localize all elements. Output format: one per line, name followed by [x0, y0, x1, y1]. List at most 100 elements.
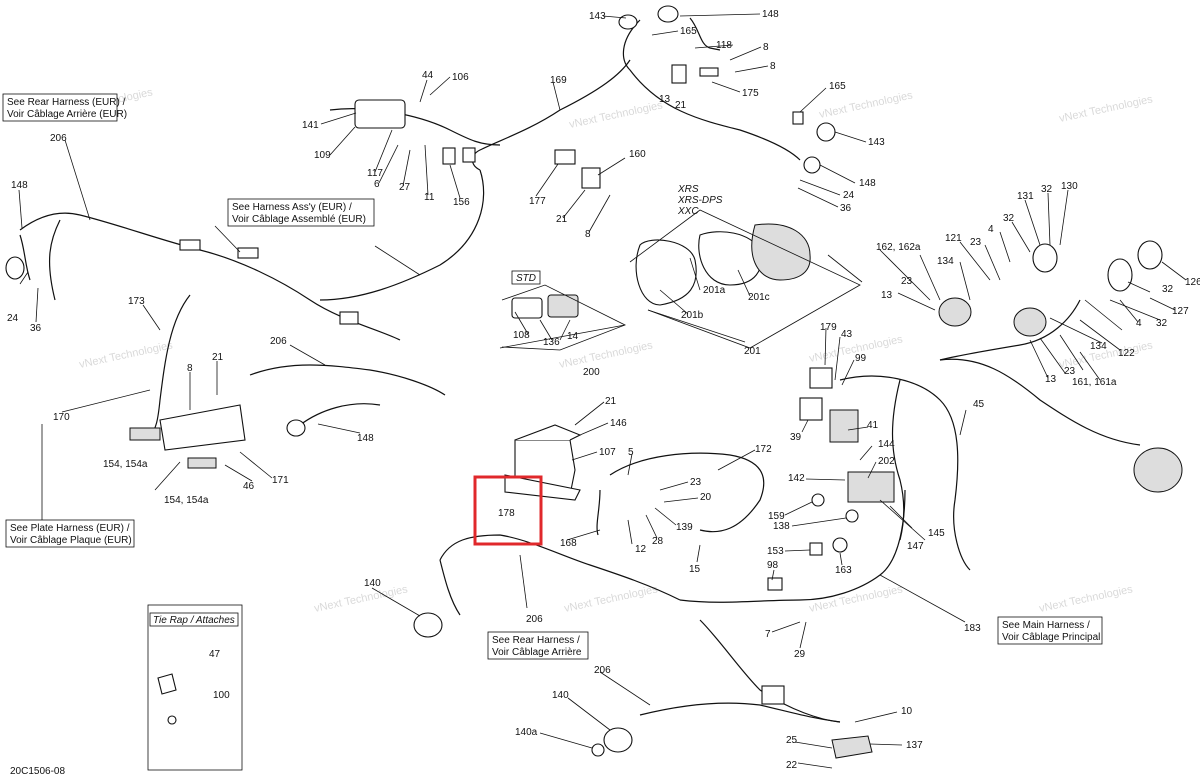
callout: 136 — [543, 337, 560, 348]
gauge-bezel — [635, 239, 697, 306]
callout: 15 — [689, 564, 701, 575]
watermark: vNext Technologies — [818, 89, 914, 121]
tie-rap-part — [167, 715, 177, 725]
callout: 22 — [786, 760, 798, 771]
callout: 23 — [901, 276, 913, 287]
callout: 137 — [906, 740, 923, 751]
callout: 10 — [901, 706, 913, 717]
callout: 201b — [681, 310, 704, 321]
callout: 200 — [583, 367, 600, 378]
callout: 126 — [1185, 277, 1200, 288]
callout: 156 — [453, 197, 470, 208]
ref-line: See Harness Ass'y (EUR) / — [232, 202, 352, 213]
callout: 36 — [30, 323, 42, 334]
variant-line: XRS-DPS — [677, 195, 723, 206]
callout: 39 — [790, 432, 802, 443]
callout: 7 — [765, 629, 771, 640]
callout: 206 — [270, 336, 287, 347]
fuse-box — [829, 409, 859, 443]
connector — [809, 542, 823, 556]
callout: 140a — [515, 727, 538, 738]
tie-rap-title: Tie Rap / Attaches — [153, 615, 235, 626]
callout: 8 — [585, 229, 591, 240]
callout: 99 — [855, 353, 867, 364]
lamp — [803, 156, 821, 174]
callout: 21 — [675, 100, 687, 111]
ref-plate-harness-eur: See Plate Harness (EUR) / Voir Câblage P… — [5, 519, 135, 548]
callout: 28 — [652, 536, 664, 547]
callout: 13 — [881, 290, 893, 301]
callout: 160 — [629, 149, 646, 160]
callout: 118 — [716, 40, 732, 51]
callout: 143 — [868, 137, 885, 148]
connector — [179, 239, 201, 251]
ref-line: See Rear Harness (EUR) / — [7, 97, 126, 108]
watermark: vNext Technologies — [558, 339, 654, 371]
variant-xrs: XRS XRS-DPS XXC — [629, 184, 861, 349]
connector — [767, 577, 783, 591]
connector — [237, 247, 259, 259]
ref-main-harness: See Main Harness / Voir Câblage Principa… — [997, 616, 1103, 645]
connector-round — [811, 493, 825, 507]
callout: 29 — [794, 649, 806, 660]
tie-rap-part — [157, 673, 177, 695]
ecu — [831, 735, 873, 759]
callout: 98 — [767, 560, 779, 571]
gauge-std — [547, 294, 579, 318]
ref-line: Voir Câblage Principal — [1002, 632, 1100, 643]
callout: 148 — [357, 433, 374, 444]
callout: 173 — [128, 296, 145, 307]
callout: 142 — [788, 473, 805, 484]
callout: 24 — [7, 313, 19, 324]
callout: 41 — [867, 420, 879, 431]
watermark: vNext Technologies — [1058, 93, 1154, 125]
switch — [462, 147, 476, 163]
bracket — [699, 67, 719, 77]
ref-rear-harness-eur: See Rear Harness (EUR) / Voir Câblage Ar… — [2, 93, 127, 122]
lamp — [603, 727, 633, 753]
callout: 161, 161a — [1072, 377, 1117, 388]
callout: 134 — [937, 256, 954, 267]
lamp — [286, 419, 306, 437]
watermark: vNext Technologies — [568, 99, 664, 131]
variant-line: XXC — [677, 206, 699, 217]
tail-light — [618, 14, 638, 30]
callout: 32 — [1162, 284, 1174, 295]
callout: 32 — [1003, 213, 1015, 224]
ref-line: See Main Harness / — [1002, 620, 1090, 631]
callout: 109 — [314, 150, 331, 161]
callout: 139 — [676, 522, 693, 533]
plate-light — [187, 457, 217, 469]
callout: 44 — [422, 70, 434, 81]
callout: 24 — [843, 190, 855, 201]
lamp — [413, 612, 443, 638]
callout: 36 — [840, 203, 852, 214]
switch — [442, 147, 456, 165]
bracket — [671, 64, 687, 84]
variant-line: XRS — [677, 184, 699, 195]
callout: 147 — [907, 541, 924, 552]
callout: 169 — [550, 75, 567, 86]
callout: 32 — [1156, 318, 1168, 329]
callout: 202 — [878, 456, 895, 467]
callout: 14 — [567, 331, 579, 342]
callout: 107 — [599, 447, 616, 458]
callout: 23 — [1064, 366, 1076, 377]
gauge-bezel-std — [511, 297, 543, 319]
callout: 121 — [945, 233, 962, 244]
callout: 43 — [841, 329, 853, 340]
callout: 153 — [767, 546, 784, 557]
callout: 8 — [763, 42, 769, 53]
watermark: vNext Technologies — [563, 583, 659, 615]
headlight — [1013, 307, 1047, 337]
callout: 5 — [628, 447, 634, 458]
callout: 171 — [272, 475, 289, 486]
callout: 172 — [755, 444, 772, 455]
relay — [809, 367, 833, 389]
callout: 201a — [703, 285, 726, 296]
callout: 45 — [973, 399, 985, 410]
callout: 4 — [1136, 318, 1142, 329]
callout: 106 — [452, 72, 469, 83]
callout: 11 — [424, 192, 435, 203]
callout: 32 — [1041, 184, 1053, 195]
